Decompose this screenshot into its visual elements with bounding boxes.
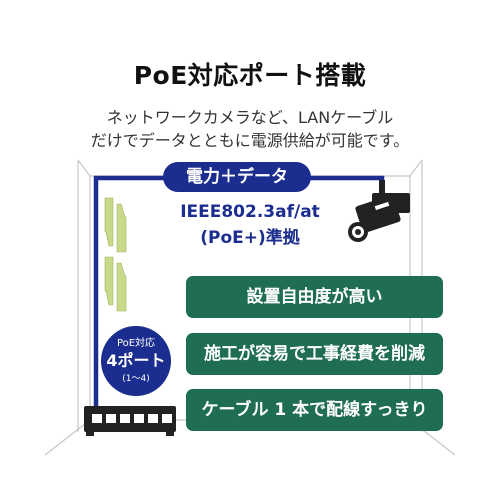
ports-badge-line-3: (1〜4) [122, 374, 150, 384]
feature-item-flexible-installation: 設置自由度が高い [186, 276, 443, 318]
bolt-arrows-icon [104, 197, 127, 253]
bolt-arrows-icon-2 [104, 256, 127, 312]
ports-badge-line-2: 4ポート [106, 351, 166, 370]
ports-badge-line-1: PoE対応 [116, 338, 156, 349]
network-switch-icon [84, 406, 176, 436]
feature-item-easy-construction: 施工が容易で工事経費を削減 [186, 333, 443, 375]
standard-line-2: (PoE+)準拠 [200, 228, 300, 248]
poe-ports-badge: PoE対応 4ポート (1〜4) [101, 326, 171, 396]
subtitle-line-1: ネットワークカメラなど、LANケーブル [106, 108, 394, 127]
security-camera-icon [348, 180, 410, 242]
standard-line-1: IEEE802.3af/at [180, 202, 320, 222]
page-title: PoE対応ポート搭載 [133, 61, 367, 90]
subtitle-line-2: だけでデータとともに電源供給が可能です。 [90, 131, 410, 150]
feature-item-single-cable: ケーブル 1 本で配線すっきり [186, 389, 443, 431]
power-data-banner: 電力＋データ [163, 162, 311, 192]
